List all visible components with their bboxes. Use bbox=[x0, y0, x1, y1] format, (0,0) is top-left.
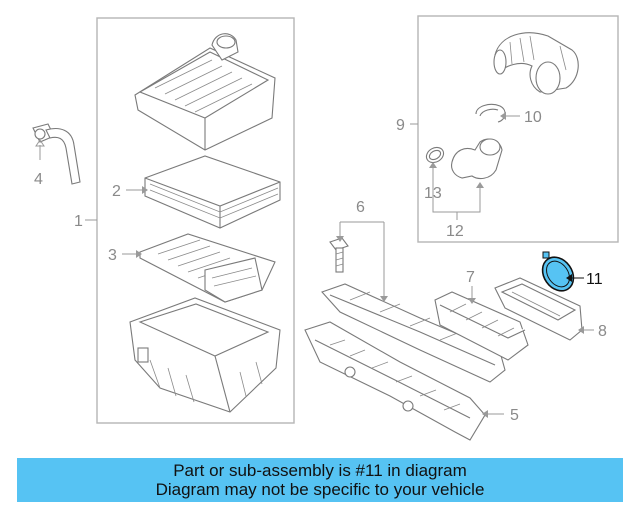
arrow-8 bbox=[578, 326, 584, 334]
part-4-breather-hose bbox=[32, 123, 81, 185]
arrow-2 bbox=[142, 186, 148, 194]
callout-6: 6 bbox=[356, 199, 365, 216]
callout-8: 8 bbox=[598, 323, 607, 340]
callout-4: 4 bbox=[34, 171, 43, 188]
assembly-frame-9 bbox=[417, 15, 619, 243]
arrow-11 bbox=[566, 274, 572, 282]
part-8-inlet-duct bbox=[494, 277, 583, 341]
arrow-4 bbox=[35, 139, 45, 147]
arrow-6b bbox=[380, 296, 388, 302]
part-lower-housing bbox=[129, 297, 281, 413]
part-2-air-filter bbox=[144, 155, 281, 229]
callout-2: 2 bbox=[112, 183, 121, 200]
part-3-filter-tray bbox=[139, 233, 276, 303]
arrow-3 bbox=[136, 250, 142, 258]
part-bolt bbox=[329, 237, 349, 273]
arrow-5 bbox=[482, 410, 488, 418]
callout-5: 5 bbox=[510, 407, 519, 424]
arrow-6a bbox=[336, 236, 344, 242]
part-12-elbow-tube bbox=[451, 138, 503, 180]
banner-line-2: Diagram may not be specific to your vehi… bbox=[155, 480, 485, 499]
part-13-o-ring bbox=[425, 146, 445, 164]
banner-line-1: Part or sub-assembly is #11 in diagram bbox=[173, 461, 467, 480]
part-11-clamp[interactable] bbox=[536, 251, 580, 297]
part-air-cleaner-cover bbox=[134, 33, 276, 151]
arrow-12 bbox=[476, 182, 484, 188]
callout-11: 11 bbox=[586, 271, 603, 288]
part-5-lower-duct bbox=[304, 321, 486, 441]
callout-9: 9 bbox=[396, 117, 405, 134]
part-9-air-hose bbox=[493, 32, 579, 95]
arrow-7 bbox=[468, 298, 476, 304]
arrow-10 bbox=[500, 112, 506, 120]
part-10-hose-clamp bbox=[475, 103, 506, 123]
callout-1: 1 bbox=[74, 213, 83, 230]
part-7-resonator bbox=[434, 291, 529, 361]
info-banner: Part or sub-assembly is #11 in diagram D… bbox=[17, 458, 623, 502]
parts-diagram: 1 2 3 4 5 6 7 8 9 10 11 12 13 bbox=[32, 15, 619, 441]
callout-3: 3 bbox=[108, 247, 117, 264]
callout-10: 10 bbox=[524, 109, 542, 126]
arrow-13 bbox=[429, 162, 437, 168]
callout-12: 12 bbox=[446, 223, 464, 240]
leader-6 bbox=[339, 221, 385, 296]
callout-7: 7 bbox=[466, 269, 475, 286]
callout-13: 13 bbox=[424, 185, 442, 202]
part-6-intake-duct bbox=[321, 283, 506, 383]
